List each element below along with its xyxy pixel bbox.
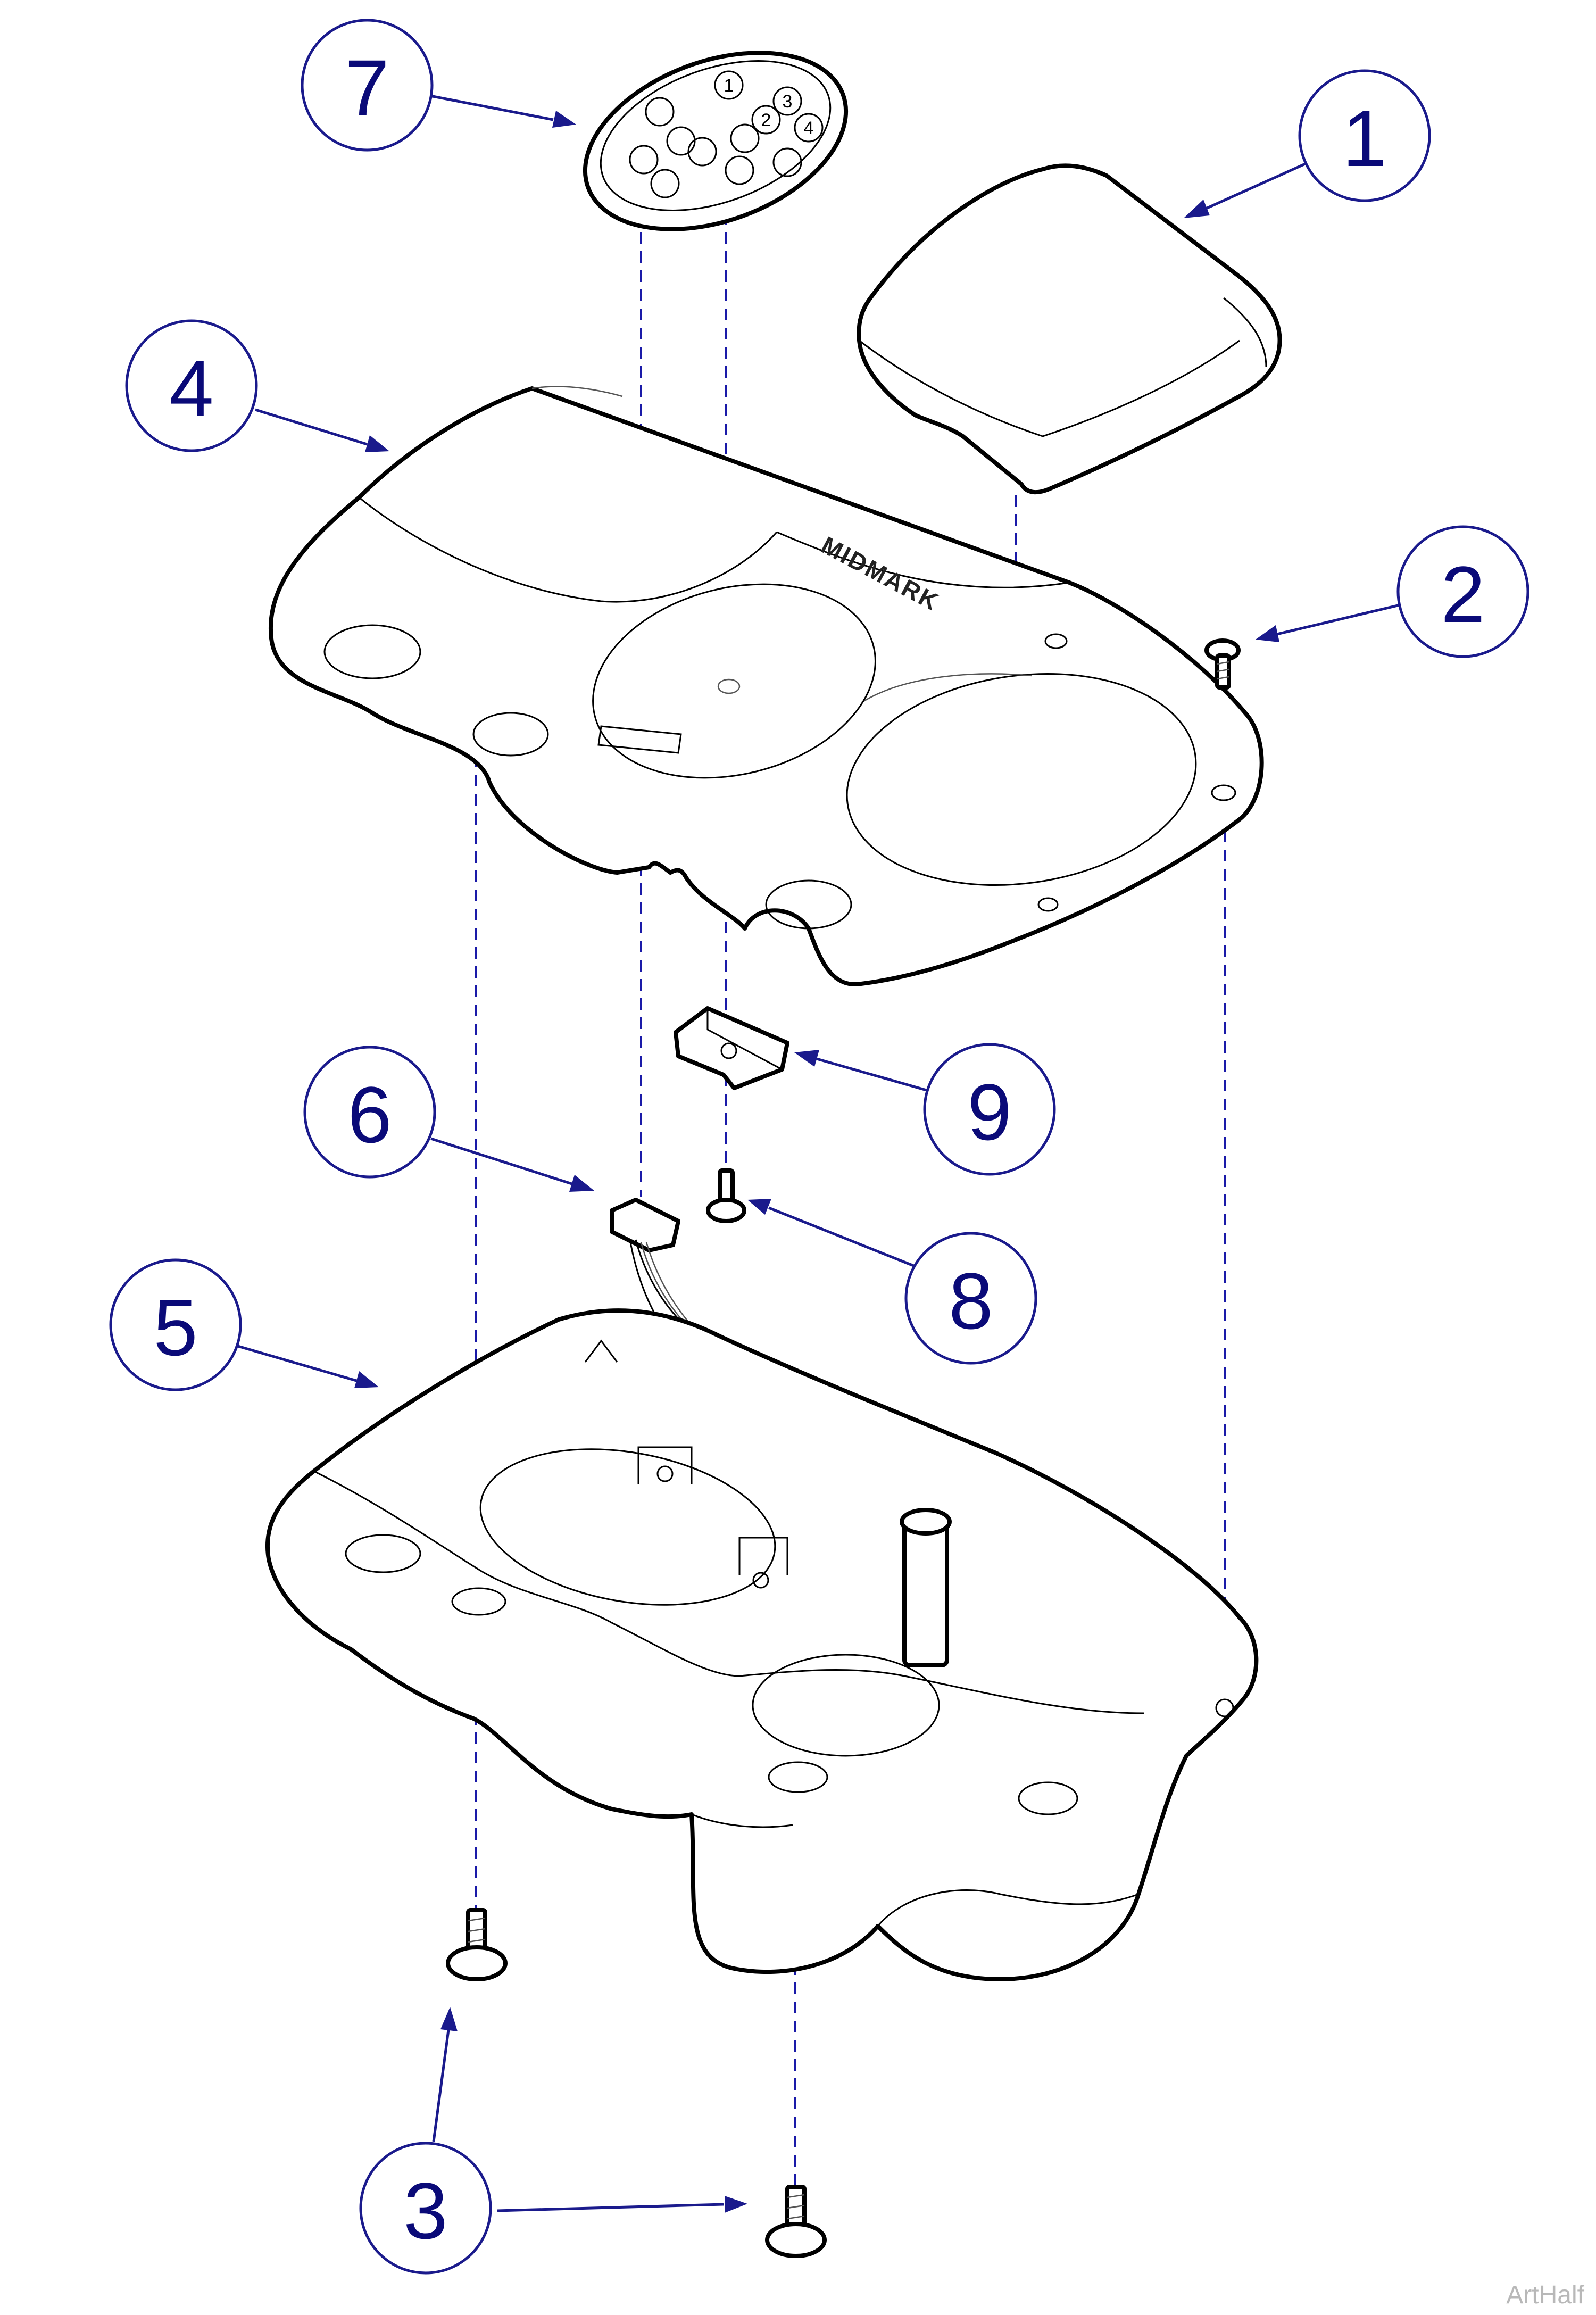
callout-1: 1 bbox=[1298, 69, 1431, 202]
callout-leaders bbox=[228, 94, 1405, 2213]
svg-text:4: 4 bbox=[169, 344, 213, 433]
screw-part-8 bbox=[706, 1168, 746, 1223]
callout-2: 2 bbox=[1396, 525, 1530, 658]
svg-text:9: 9 bbox=[967, 1067, 1011, 1157]
keypad-overlay: 1 2 3 4 bbox=[583, 51, 849, 231]
callout-3: 3 bbox=[359, 2142, 492, 2275]
top-cover-plate: MIDMARK bbox=[269, 386, 1264, 987]
watermark-text: ArtHalf bbox=[1506, 2281, 1584, 2309]
svg-text:7: 7 bbox=[345, 43, 389, 132]
keypad-key-4: 4 bbox=[804, 118, 814, 138]
callout-7: 7 bbox=[301, 19, 434, 152]
keypad-key-2: 2 bbox=[761, 110, 771, 130]
screw-part-3-right bbox=[765, 2185, 827, 2258]
callout-6: 6 bbox=[303, 1046, 436, 1179]
callout-5: 5 bbox=[109, 1258, 242, 1391]
screw-part-2 bbox=[1204, 638, 1241, 690]
svg-text:1: 1 bbox=[1342, 94, 1386, 183]
callout-8: 8 bbox=[904, 1232, 1037, 1365]
base-housing bbox=[265, 1308, 1259, 1981]
keypad-buttons bbox=[629, 70, 824, 198]
svg-text:5: 5 bbox=[153, 1283, 197, 1372]
svg-text:3: 3 bbox=[403, 2166, 447, 2255]
svg-text:6: 6 bbox=[347, 1070, 392, 1159]
keypad-key-1: 1 bbox=[724, 76, 734, 96]
screw-part-3-left bbox=[446, 1908, 508, 1981]
svg-text:8: 8 bbox=[949, 1256, 993, 1346]
callout-9: 9 bbox=[923, 1043, 1056, 1176]
bracket-clip bbox=[674, 1006, 789, 1090]
pad-cover bbox=[857, 163, 1282, 495]
svg-text:2: 2 bbox=[1441, 550, 1485, 639]
callout-4: 4 bbox=[125, 319, 258, 452]
keypad-key-3: 3 bbox=[783, 92, 793, 112]
